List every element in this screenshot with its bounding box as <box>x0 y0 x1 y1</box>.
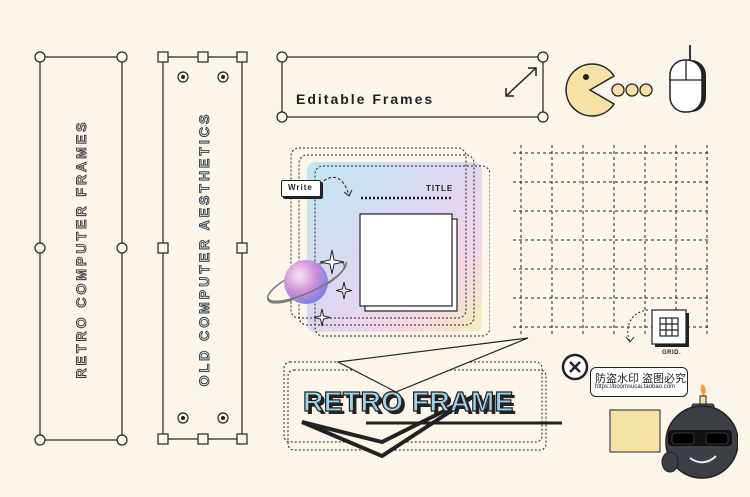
sparkle-icon <box>319 249 353 300</box>
write-tag <box>281 180 321 197</box>
editable-frames-label: Editable Frames <box>296 91 435 107</box>
watermark-line-1: 防盗水印 盗图必究 <box>595 373 687 385</box>
watermark-bubble <box>590 367 688 397</box>
frame-2-outline <box>157 51 248 445</box>
frame-2-vertical-text: OLD COMPUTER AESTHETICS <box>196 111 213 387</box>
frame-1-vertical-text: RETRO COMPUTER FRAMES <box>73 119 90 379</box>
resize-arrow-icon <box>505 67 537 97</box>
grid-pointer-arrow <box>625 309 649 343</box>
mouse-icon <box>669 45 706 113</box>
grid-label: GRID. <box>662 350 682 356</box>
gradient-window-graphic <box>290 147 490 337</box>
pacman-icon <box>565 63 653 117</box>
close-icon[interactable] <box>560 352 590 382</box>
editable-frame-outline <box>276 51 549 123</box>
sparkle-icon <box>313 308 331 327</box>
grid-icon <box>651 309 689 347</box>
dashed-grid <box>513 145 711 337</box>
retro-frame-title: RETRO FRAME <box>302 385 514 417</box>
bomb-mascot-icon <box>609 384 738 479</box>
frame-1-outline <box>34 51 128 446</box>
title-label: TITLE <box>426 184 454 193</box>
planet-icon <box>266 260 348 304</box>
retro-frame-graphic <box>283 337 562 459</box>
watermark-line-2: https://boomsucai.taobao.com <box>595 384 676 390</box>
write-tag-label: Write <box>288 183 313 192</box>
